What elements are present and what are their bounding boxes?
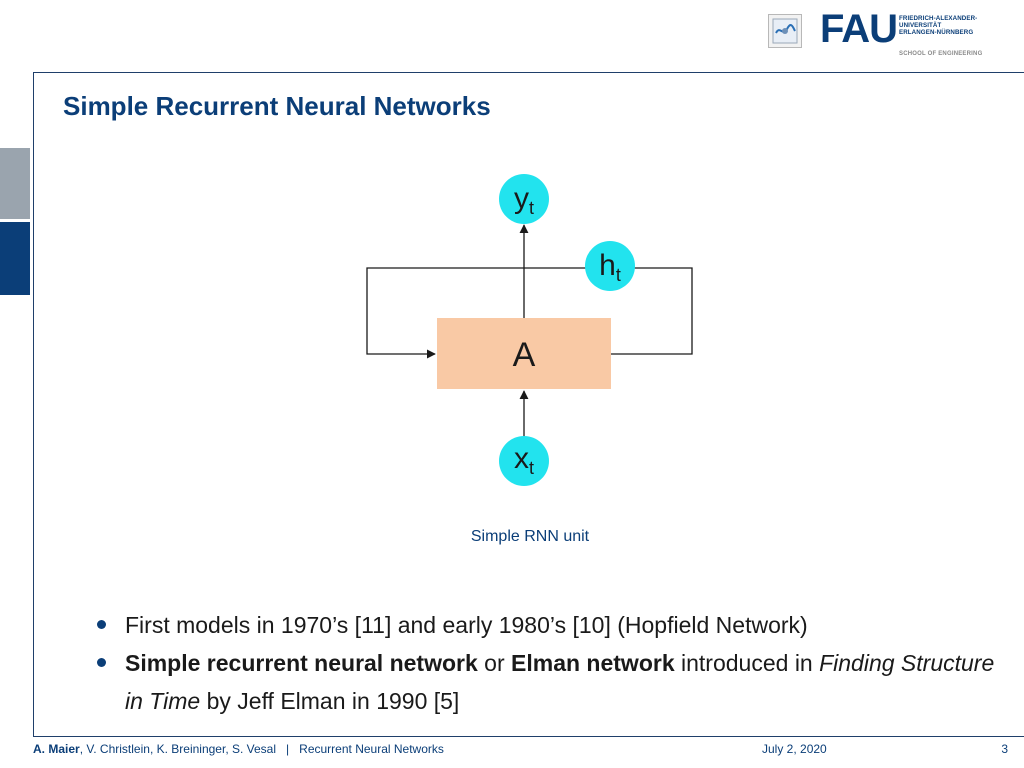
rnn-unit-box	[437, 318, 611, 389]
bullet-list: First models in 1970’s [11] and early 19…	[95, 606, 995, 720]
page-number: 3	[1001, 742, 1008, 756]
slide-footer: A. Maier, V. Christlein, K. Breininger, …	[33, 742, 1008, 758]
recurrent-loop-line	[366, 267, 693, 359]
side-tab-blue	[0, 222, 30, 295]
fau-logo: FAU	[820, 7, 898, 51]
seal-icon	[772, 18, 798, 44]
seal-logo	[768, 14, 802, 48]
diagram-caption: Simple RNN unit	[470, 528, 590, 545]
bullet-item: First models in 1970’s [11] and early 19…	[95, 606, 995, 644]
slide-title: Simple Recurrent Neural Networks	[63, 91, 491, 121]
input-node	[499, 436, 549, 486]
output-node	[499, 174, 549, 224]
university-name: FRIEDRICH-ALEXANDER- UNIVERSITÄT ERLANGE…	[899, 15, 978, 36]
school-name: SCHOOL OF ENGINEERING	[899, 51, 983, 57]
slide-frame	[33, 72, 1024, 737]
bullet-item: Simple recurrent neural network or Elman…	[95, 644, 995, 720]
output-node-label: yt	[514, 182, 534, 218]
footer-date: July 2, 2020	[762, 742, 827, 756]
footer-authors: A. Maier, V. Christlein, K. Breininger, …	[33, 742, 444, 756]
hidden-node-label: ht	[599, 249, 621, 285]
side-tab-gray	[0, 148, 30, 219]
footer-course: Recurrent Neural Networks	[299, 742, 444, 756]
input-node-label: xt	[514, 442, 534, 478]
hidden-node	[585, 241, 635, 291]
rnn-unit-label: A	[513, 336, 536, 374]
